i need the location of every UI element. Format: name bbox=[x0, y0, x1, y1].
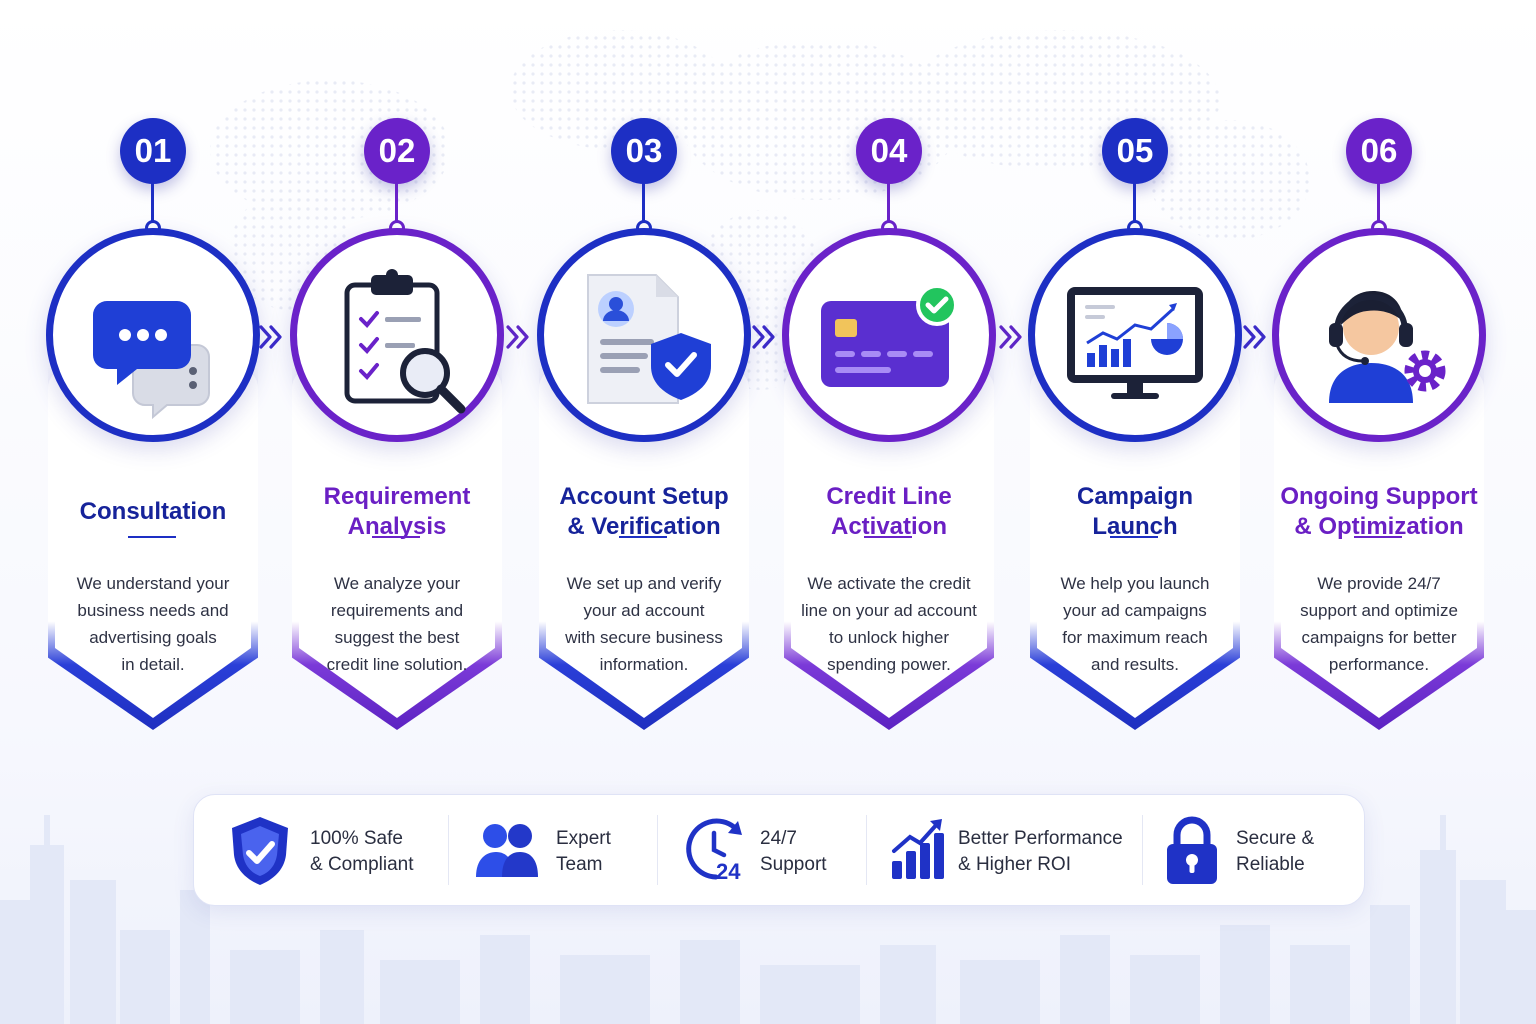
step-icon-ring bbox=[46, 228, 260, 442]
title-underline bbox=[619, 536, 667, 538]
title-underline bbox=[128, 536, 176, 538]
support-agent-gear-icon bbox=[1329, 291, 1446, 403]
step-description: We understand your business needs and ad… bbox=[76, 574, 230, 674]
badge-connector bbox=[1377, 182, 1380, 224]
badge-connector bbox=[151, 182, 154, 224]
credit-card-check-icon bbox=[821, 284, 958, 387]
feature-expert-team: Expert Team bbox=[472, 795, 652, 905]
badge-connector bbox=[395, 182, 398, 224]
city-skyline bbox=[0, 815, 1536, 1024]
chevron-right-icon bbox=[1243, 325, 1266, 349]
step-title: Consultation bbox=[79, 498, 227, 525]
title-underline bbox=[864, 536, 912, 538]
divider bbox=[866, 815, 867, 885]
divider bbox=[1142, 815, 1143, 885]
clock-24-icon: 24 bbox=[686, 818, 742, 884]
badge-connector bbox=[642, 182, 645, 224]
document-shield-icon bbox=[587, 274, 711, 404]
feature-performance: Better Performance & Higher ROI bbox=[890, 795, 1130, 905]
feature-label: 100% Safe & Compliant bbox=[310, 828, 414, 875]
badge-connector bbox=[887, 182, 890, 224]
step-number-badge: 06 bbox=[1346, 118, 1412, 184]
step-title: Credit Line Activation bbox=[826, 483, 952, 540]
step-icon-ring bbox=[537, 228, 751, 442]
feature-safe-compliant: 100% Safe & Compliant bbox=[224, 795, 454, 905]
badge-connector bbox=[1133, 182, 1136, 224]
features-bar: 100% Safe & Compliant Expert Team 24 24/… bbox=[193, 794, 1365, 906]
step-description: We provide 24/7 support and optimize cam… bbox=[1300, 574, 1458, 674]
step-icon-ring bbox=[290, 228, 504, 442]
chevron-right-icon bbox=[506, 325, 529, 349]
step-title: Account Setup & Verification bbox=[559, 483, 729, 540]
step-title: Requirement Analysis bbox=[323, 483, 471, 540]
step-icon-ring bbox=[782, 228, 996, 442]
feature-label: Better Performance & Higher ROI bbox=[958, 828, 1123, 875]
team-icon bbox=[476, 824, 538, 877]
feature-label: 24/7 Support bbox=[760, 828, 827, 875]
growth-chart-icon bbox=[892, 819, 944, 879]
chevron-right-icon bbox=[999, 325, 1022, 349]
step-number-badge: 01 bbox=[120, 118, 186, 184]
step-number-badge: 03 bbox=[611, 118, 677, 184]
divider bbox=[657, 815, 658, 885]
clipboard-magnifier-icon bbox=[344, 269, 466, 414]
title-underline bbox=[372, 536, 420, 538]
title-underline bbox=[1354, 536, 1402, 538]
title-underline bbox=[1110, 536, 1158, 538]
step-description: We activate the credit line on your ad a… bbox=[801, 574, 977, 674]
step-description: We analyze your requirements and suggest… bbox=[326, 574, 468, 674]
step-title: Campaign Launch bbox=[1076, 483, 1193, 540]
feature-secure: Secure & Reliable bbox=[1164, 795, 1344, 905]
shield-check-icon bbox=[232, 817, 288, 885]
divider bbox=[448, 815, 449, 885]
monitor-chart-icon bbox=[1067, 287, 1203, 399]
step-icon-ring bbox=[1028, 228, 1242, 442]
chevron-right-icon bbox=[259, 325, 282, 349]
step-description: We help you launch your ad campaigns for… bbox=[1060, 574, 1210, 674]
step-number-badge: 05 bbox=[1102, 118, 1168, 184]
chevron-right-icon bbox=[752, 325, 775, 349]
padlock-icon bbox=[1167, 816, 1217, 884]
clock-24-text: 24 bbox=[716, 859, 741, 884]
step-number-badge: 04 bbox=[856, 118, 922, 184]
feature-support: 24 24/7 Support bbox=[682, 795, 862, 905]
step-icon-ring bbox=[1272, 228, 1486, 442]
step-description: We set up and verify your ad account wit… bbox=[565, 574, 723, 674]
feature-label: Expert Team bbox=[556, 828, 611, 875]
step-title: Ongoing Support & Optimization bbox=[1280, 483, 1478, 540]
step-number-badge: 02 bbox=[364, 118, 430, 184]
feature-label: Secure & Reliable bbox=[1236, 828, 1315, 875]
chat-bubbles-icon bbox=[93, 301, 210, 420]
